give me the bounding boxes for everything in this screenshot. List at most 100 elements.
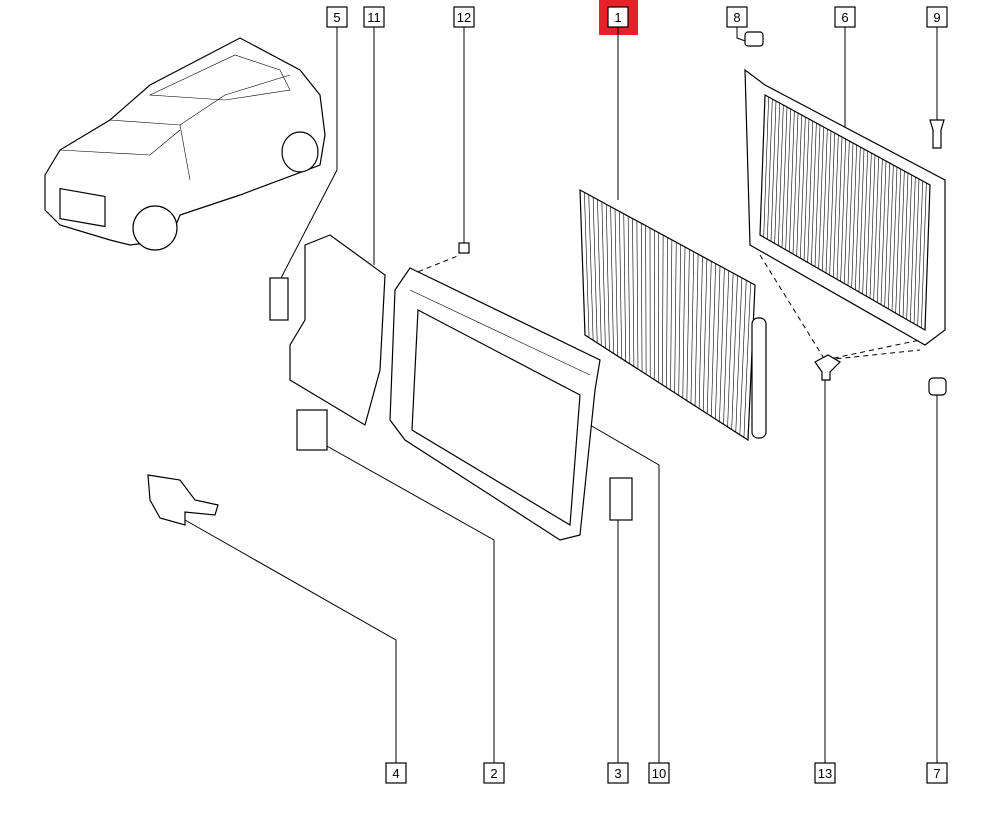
fin-line [800,116,806,259]
part-7-nut [928,377,947,396]
label-9[interactable]: 9 [926,6,948,28]
part-1-condenser [579,188,767,442]
fin-line [888,164,894,309]
fin-line [636,220,639,370]
fin-line [706,261,712,414]
label-1[interactable]: 1 [607,6,629,28]
part-13-support [814,354,841,381]
fin-line [627,216,631,364]
fin-line [884,162,890,307]
fin-line [610,206,614,354]
fin-line [588,194,594,341]
label-2[interactable]: 2 [483,762,505,784]
fin-line [917,180,923,326]
fin-line [844,140,850,284]
fin-line [623,213,627,362]
part-9-pin [929,119,945,149]
fin-line [807,120,813,263]
fin-line [814,124,821,267]
svg-text:2: 2 [490,766,497,781]
fin-line [910,176,916,322]
fin-line [702,258,708,412]
fin-line [686,249,690,401]
label-10[interactable]: 10 [648,762,670,784]
fin-line [632,218,635,367]
label-7[interactable]: 7 [926,762,948,784]
fin-line [811,122,817,265]
fin-line [670,239,673,391]
fin-line [781,106,788,248]
fin-line [869,154,876,299]
fin-line [743,282,751,438]
svg-text:9: 9 [933,10,940,25]
fin-line [899,170,905,316]
leader-lines [184,27,938,763]
car-illustration [44,37,326,251]
fin-line [605,204,610,351]
fin-line [645,225,647,375]
svg-text:6: 6 [841,10,848,25]
label-4[interactable]: 4 [385,762,407,784]
fin-line [774,102,780,244]
fin-line [862,150,868,295]
fin-line [767,98,773,240]
fin-line [678,244,681,396]
label-6[interactable]: 6 [834,6,856,28]
svg-text:1: 1 [614,10,621,25]
fin-line [601,201,606,349]
fin-line [690,251,695,404]
svg-text:4: 4 [392,766,399,781]
fin-line [640,223,643,372]
part-3-clip [609,477,633,521]
fin-line [597,199,602,346]
svg-text:3: 3 [614,766,621,781]
fin-line [763,96,769,238]
fin-line [711,263,716,417]
part-2-bracket [296,409,328,451]
label-3[interactable]: 3 [607,762,629,784]
fin-line [818,126,824,269]
fin-line [735,277,743,433]
fin-line [847,142,854,286]
fin-line [877,158,883,303]
label-13[interactable]: 13 [814,762,836,784]
fin-line [614,208,618,357]
label-8[interactable]: 8 [726,6,748,28]
label-12[interactable]: 12 [453,6,475,28]
part-10-frame [389,267,601,541]
fin-line [855,146,861,290]
fin-line [715,265,721,420]
part-6-radiator [744,68,946,346]
fin-line [803,118,810,261]
fin-line [792,112,799,255]
label-5[interactable]: 5 [326,6,348,28]
fin-line [770,100,777,242]
fin-line [666,237,668,388]
part-12-clip [458,242,470,254]
fin-line [739,280,747,435]
label-11[interactable]: 11 [363,6,385,28]
fin-line [796,114,802,257]
fin-line [662,235,664,385]
fin-line [836,136,843,280]
part-11-deflector [289,234,386,426]
fin-line [727,273,734,427]
fin-line [902,172,909,318]
fin-line [694,254,699,406]
fin-line [682,246,686,399]
fin-line [873,156,879,301]
fin-line [833,134,839,278]
fin-line [866,152,872,297]
part-5-clip [269,277,289,321]
fin-line [719,268,725,422]
fin-line [913,178,920,324]
fin-line [723,270,730,425]
svg-text:7: 7 [933,766,940,781]
fin-line [858,148,865,293]
svg-text:11: 11 [367,10,381,25]
fin-line [789,110,795,252]
fin-line [785,108,791,250]
part-8-cap [744,31,764,47]
